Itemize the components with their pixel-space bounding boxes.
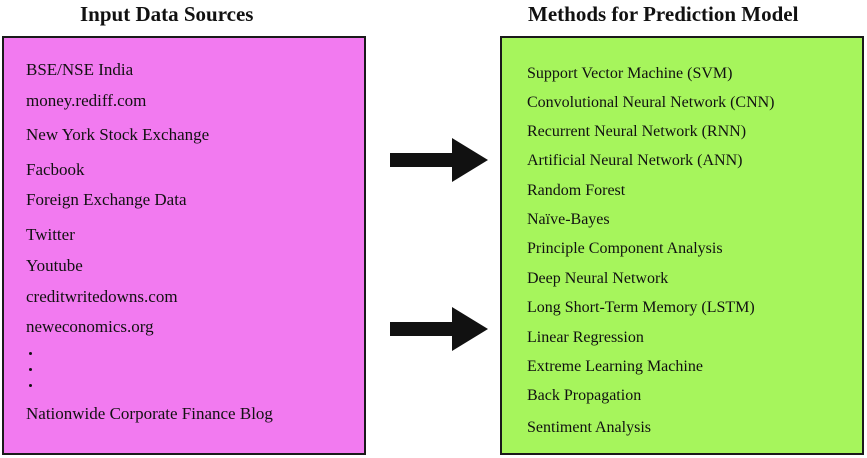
- method-item: Random Forest: [527, 182, 626, 199]
- ellipsis-dot: [29, 368, 32, 371]
- right-arrow-icon: [390, 138, 488, 182]
- source-item: Facbook: [26, 160, 85, 179]
- method-item: Convolutional Neural Network (CNN): [527, 94, 775, 111]
- method-item: Linear Regression: [527, 329, 644, 346]
- source-item: neweconomics.org: [26, 317, 154, 336]
- method-item: Recurrent Neural Network (RNN): [527, 123, 747, 140]
- method-item: Long Short-Term Memory (LSTM): [527, 299, 755, 316]
- input-sources-heading: Input Data Sources: [80, 2, 254, 26]
- source-item: creditwritedowns.com: [26, 287, 178, 306]
- method-item: Support Vector Machine (SVM): [527, 65, 733, 82]
- input-sources-box: BSE/NSE India money.rediff.com New York …: [2, 36, 366, 455]
- method-item: Back Propagation: [527, 387, 642, 404]
- source-item: BSE/NSE India: [26, 60, 134, 79]
- source-item: Youtube: [26, 256, 83, 275]
- method-item: Sentiment Analysis: [527, 419, 651, 436]
- method-item: Artificial Neural Network (ANN): [527, 152, 743, 169]
- source-item: Nationwide Corporate Finance Blog: [26, 404, 273, 423]
- source-item: Foreign Exchange Data: [26, 190, 187, 209]
- method-item: Naïve-Bayes: [527, 211, 610, 228]
- source-item: Twitter: [26, 225, 75, 244]
- source-item: money.rediff.com: [26, 91, 147, 110]
- prediction-methods-heading: Methods for Prediction Model: [528, 2, 799, 26]
- prediction-methods-box: Support Vector Machine (SVM) Convolution…: [500, 36, 864, 455]
- ellipsis-dot: [29, 352, 32, 355]
- right-arrow-icon: [390, 307, 488, 351]
- ellipsis-dot: [29, 384, 32, 387]
- method-item: Principle Component Analysis: [527, 240, 723, 257]
- method-item: Deep Neural Network: [527, 270, 669, 287]
- source-item: New York Stock Exchange: [26, 125, 210, 144]
- method-item: Extreme Learning Machine: [527, 358, 703, 375]
